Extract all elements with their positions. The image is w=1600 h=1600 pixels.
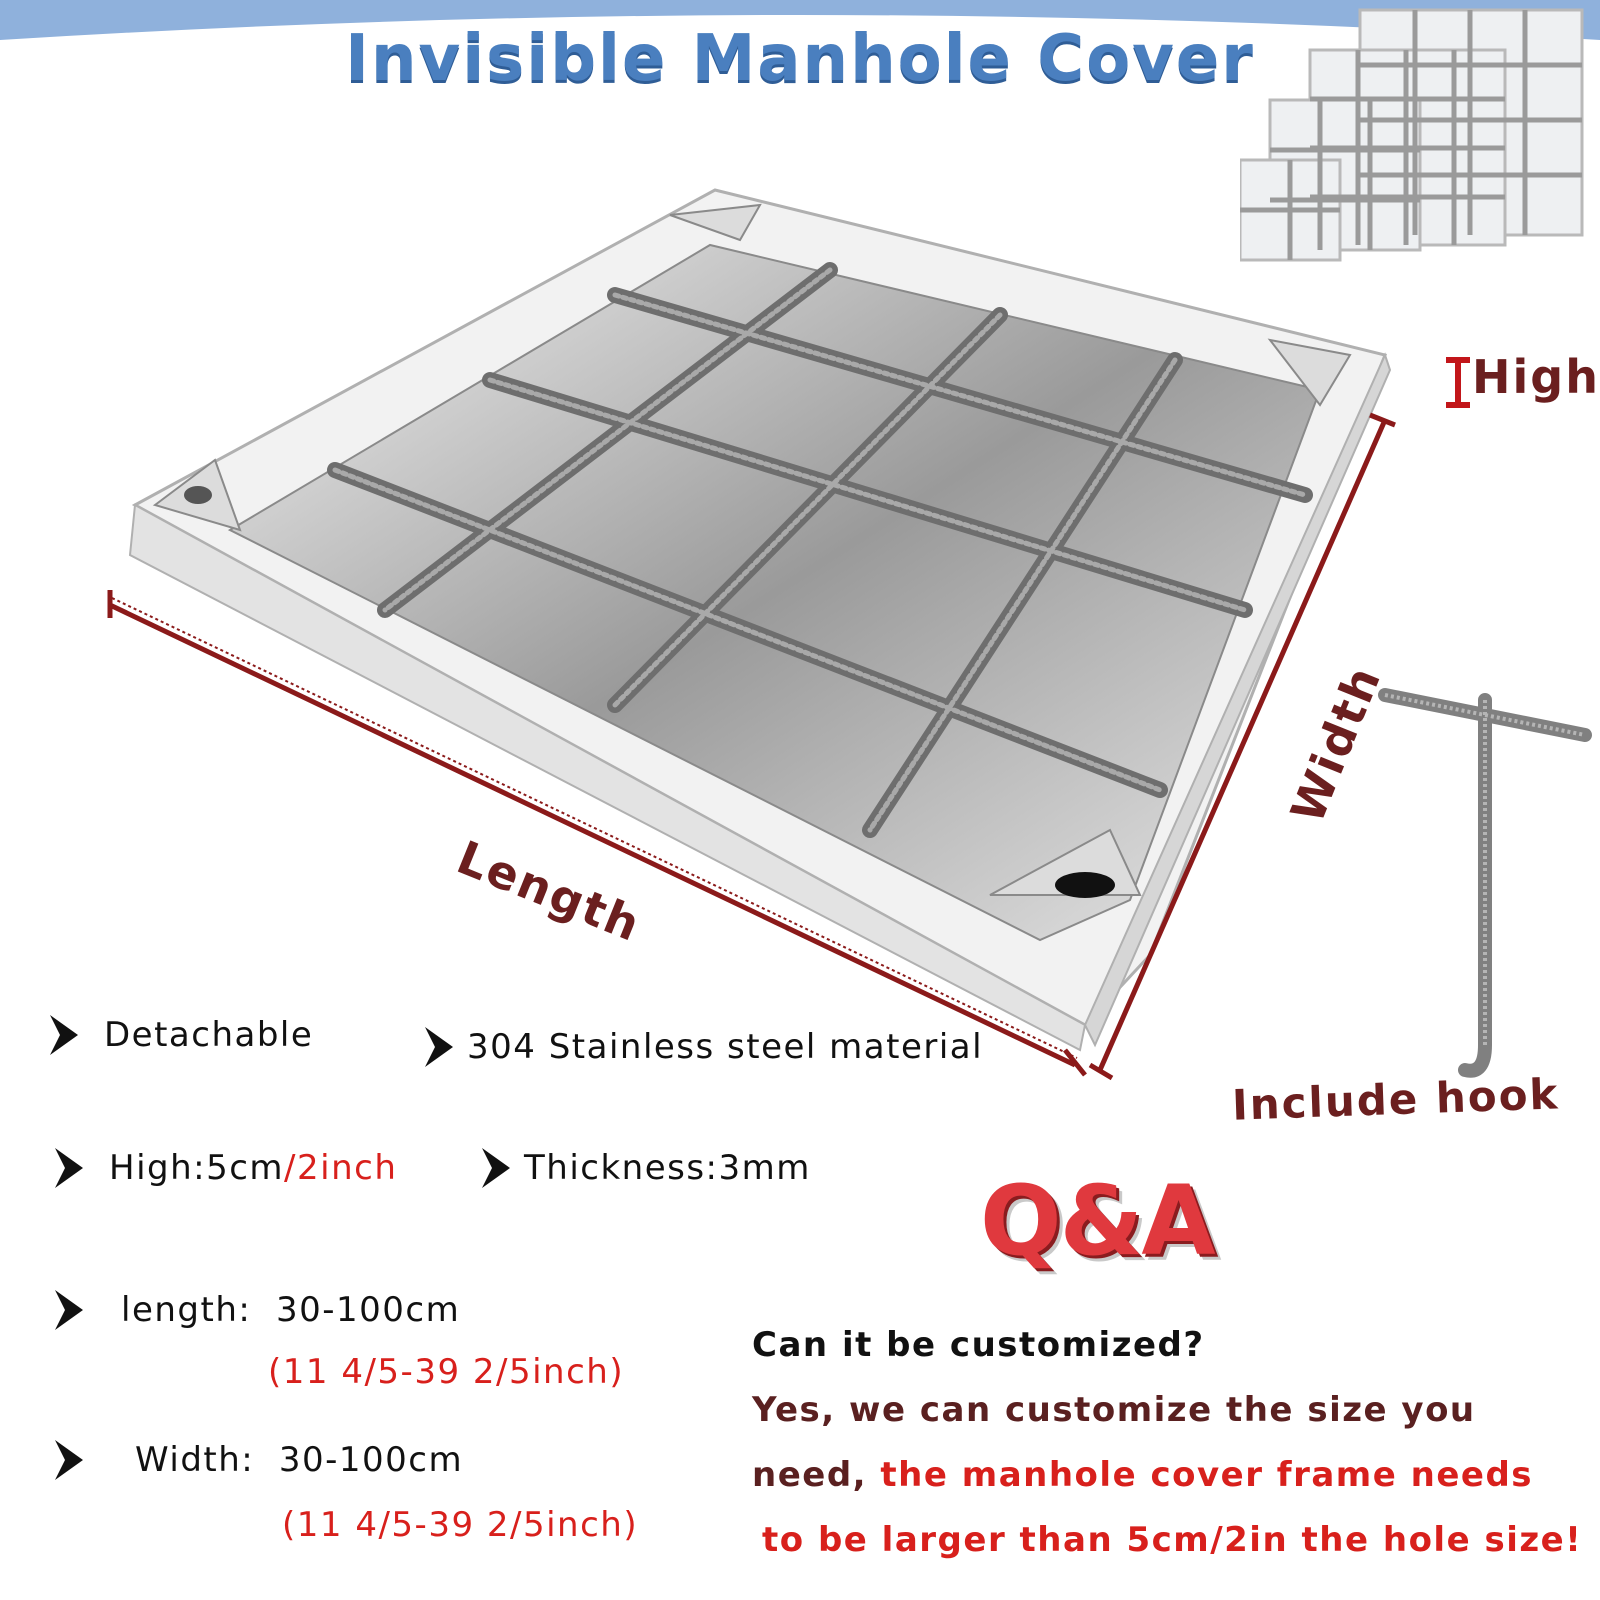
feature-length-inch: (11 4/5-39 2/5inch) xyxy=(268,1352,625,1392)
qa-answer-line1: Yes, we can customize the size you xyxy=(752,1390,1476,1430)
hook-label: Include hook xyxy=(1231,1069,1561,1130)
page-title: Invisible Manhole Cover xyxy=(345,22,1255,96)
feature-length: length: 30-100cm xyxy=(55,1290,460,1330)
feature-detachable-text: Detachable xyxy=(104,1015,314,1055)
feature-high: High:5cm/2inch xyxy=(55,1148,397,1188)
arrow-right-icon xyxy=(482,1148,510,1188)
manhole-cover-illustration xyxy=(107,188,1592,1081)
qa-logo: Q&A xyxy=(980,1165,1216,1277)
size-variants-image xyxy=(1240,8,1584,262)
feature-width-inch: (11 4/5-39 2/5inch) xyxy=(282,1505,639,1545)
qa-question: Can it be customized? xyxy=(752,1325,1205,1365)
feature-detachable: Detachable xyxy=(50,1015,313,1055)
feature-width-text: Width: 30-100cm xyxy=(135,1440,464,1480)
feature-thickness: Thickness:3mm xyxy=(482,1148,811,1188)
arrow-right-icon xyxy=(55,1290,83,1330)
feature-thickness-text: Thickness:3mm xyxy=(524,1148,811,1188)
feature-high-text: High:5cm/2inch xyxy=(109,1148,398,1188)
feature-material: 304 Stainless steel material xyxy=(425,1027,983,1067)
high-label: High xyxy=(1472,350,1600,404)
header-band xyxy=(0,0,1600,40)
feature-material-text: 304 Stainless steel material xyxy=(467,1027,984,1067)
qa-answer-line2: need, the manhole cover frame needs xyxy=(752,1455,1534,1495)
arrow-right-icon xyxy=(55,1440,83,1480)
qa-answer-line3: to be larger than 5cm/2in the hole size! xyxy=(762,1520,1583,1560)
arrow-right-icon xyxy=(425,1027,453,1067)
arrow-right-icon xyxy=(50,1015,78,1055)
arrow-right-icon xyxy=(55,1148,83,1188)
feature-length-text: length: 30-100cm xyxy=(121,1290,461,1330)
feature-width: Width: 30-100cm xyxy=(55,1440,463,1480)
